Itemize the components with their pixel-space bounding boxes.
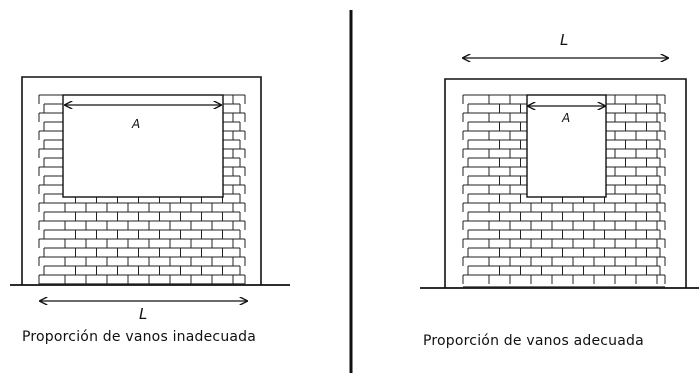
left-frame <box>21 76 262 285</box>
left-panel-drawing: A L <box>10 76 290 323</box>
right-frame <box>444 78 687 288</box>
left-length-label: L <box>139 305 147 323</box>
right-opening-label: A <box>561 111 570 125</box>
wall-opening <box>526 94 607 198</box>
left-caption: Proporción de vanos inadecuada <box>22 329 257 345</box>
left-opening-label: A <box>131 117 140 131</box>
right-length-label: L <box>560 31 568 49</box>
left-brick-wall <box>38 94 246 285</box>
wall-opening <box>62 94 224 198</box>
right-caption: Proporción de vanos adecuada <box>423 333 644 349</box>
right-brick-wall <box>462 94 666 288</box>
right-panel-drawing: A L <box>420 31 699 289</box>
